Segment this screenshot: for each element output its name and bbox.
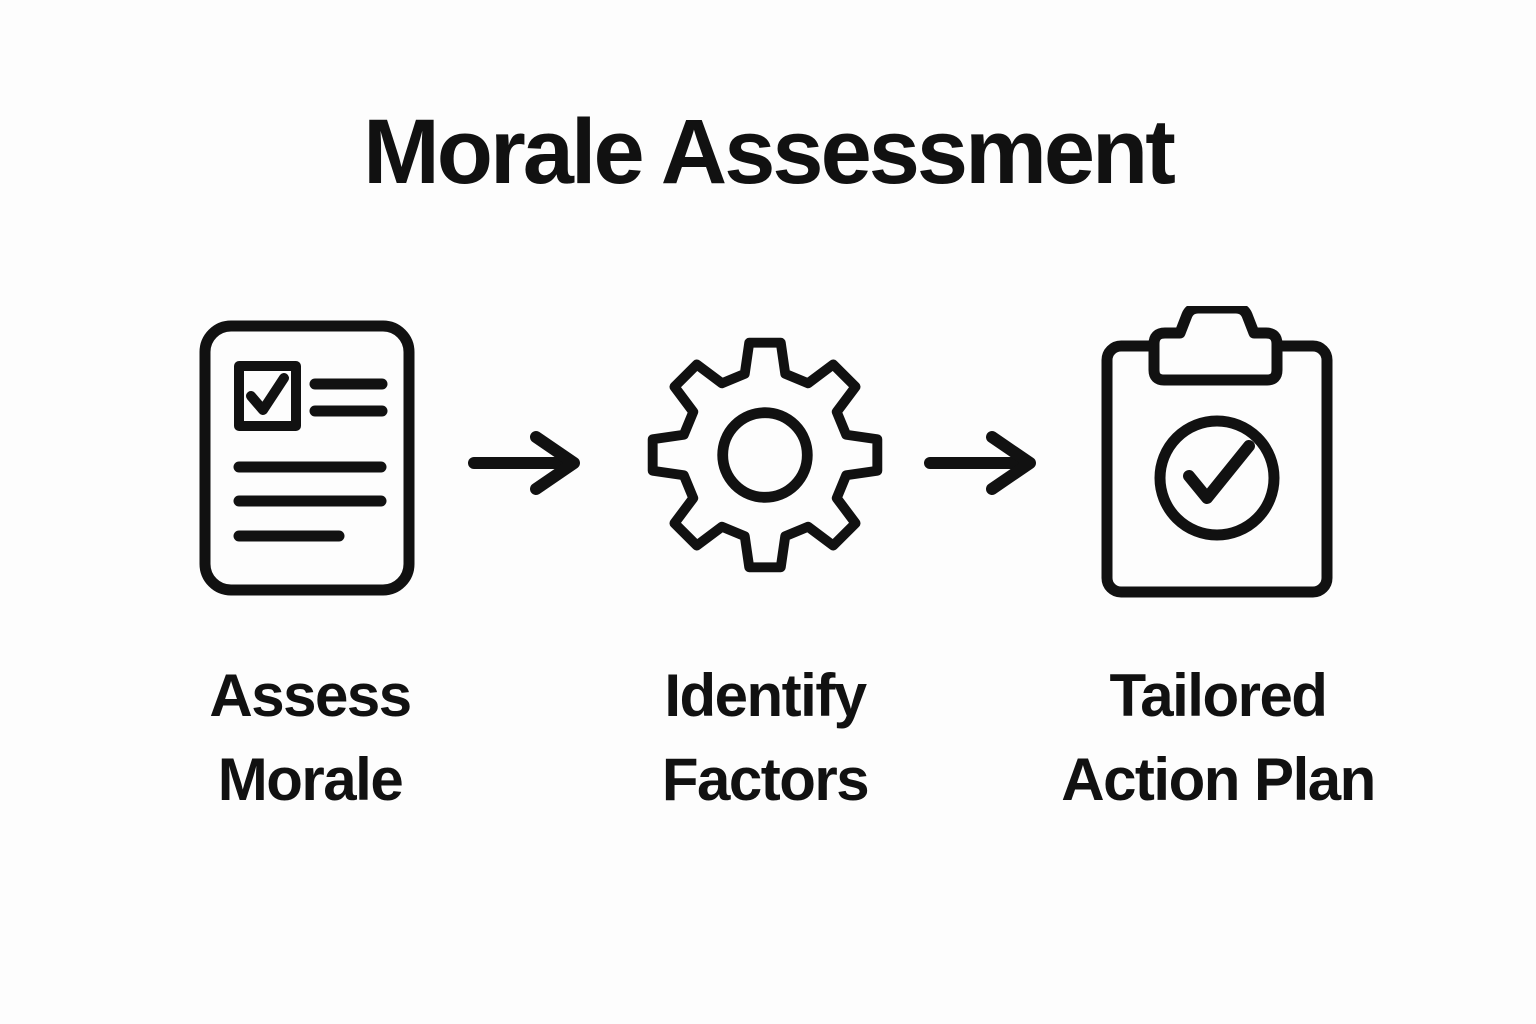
arrow-right-icon-svg (924, 431, 1036, 495)
survey-document-icon-svg (199, 320, 415, 596)
gear-icon-svg (647, 337, 883, 573)
arrow-right-icon (468, 428, 588, 498)
arrow-right-icon (924, 428, 1044, 498)
step-label-assess-morale: Assess Morale (90, 654, 530, 822)
gear-icon (639, 329, 891, 581)
step-label-line: Identify (664, 662, 867, 729)
clipboard-check-icon-svg (1101, 306, 1333, 598)
arrow-right-icon-svg (468, 431, 580, 495)
clipboard-check-icon (1101, 306, 1333, 598)
step-label-line: Tailored (1109, 662, 1328, 729)
survey-document-icon (199, 320, 415, 596)
step-label-line: Factors (661, 746, 870, 813)
step-label-identify-factors: Identify Factors (545, 654, 985, 822)
step-label-line: Action Plan (1061, 746, 1376, 813)
step-label-line: Morale (217, 746, 404, 813)
step-label-line: Assess (209, 662, 412, 729)
page-title: Morale Assessment (363, 101, 1176, 203)
step-label-tailored-action-plan: Tailored Action Plan (998, 654, 1438, 822)
